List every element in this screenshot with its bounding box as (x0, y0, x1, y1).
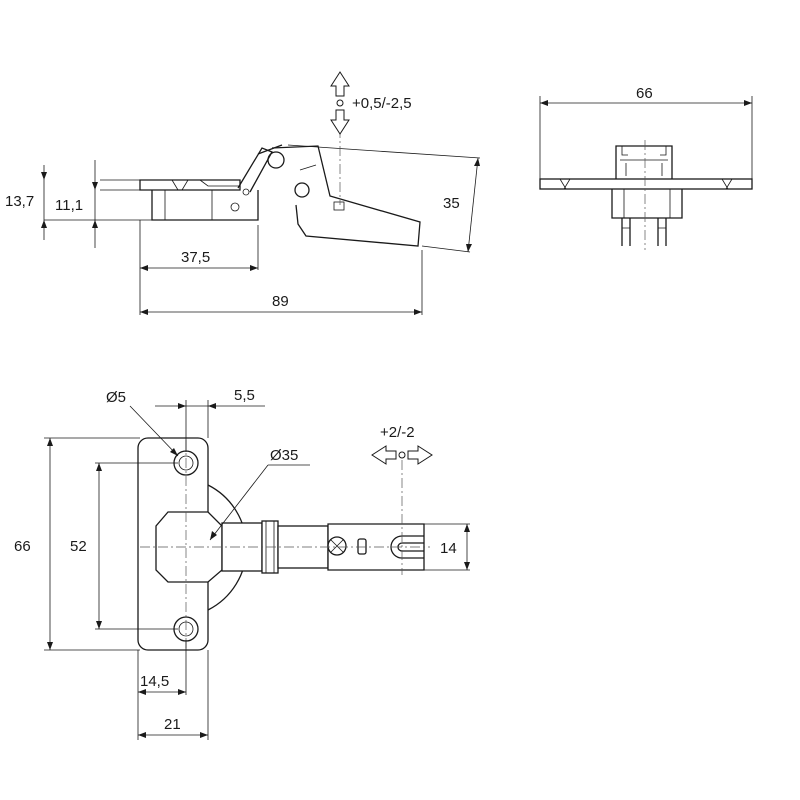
dim-label-screw-hole: Ø5 (106, 389, 126, 406)
dim-13-7: 13,7 (5, 165, 47, 240)
dim-o35: Ø35 (209, 447, 310, 541)
side-adjust-symbol: +2/-2 (371, 424, 433, 465)
arrow-right-icon (407, 445, 433, 465)
dim-label-cup-height: 11,1 (55, 197, 83, 214)
dim-label-cup-diameter: Ø35 (270, 447, 298, 464)
dim-label-base-height: 66 (14, 538, 31, 555)
dim-89: 89 (140, 293, 422, 315)
dim-66-top: 66 (540, 85, 752, 106)
dim-label-arm-width: 14 (440, 540, 457, 557)
dim-label-hole-spacing: 52 (70, 538, 87, 555)
depth-adjust-symbol: +0,5/-2,5 (330, 71, 412, 135)
dim-11-1: 11,1 (55, 160, 98, 248)
dim-label-depth-adjust: +0,5/-2,5 (352, 95, 412, 112)
dim-37-5: 37,5 (140, 249, 258, 271)
dim-label-total-height: 13,7 (5, 193, 34, 210)
dim-52: 52 (70, 463, 102, 629)
dim-label-edge-offset: 5,5 (234, 387, 255, 404)
front-view (539, 96, 753, 250)
dim-label-arm-height: 35 (443, 195, 460, 212)
dim-o5: Ø5 (106, 389, 179, 457)
side-view (44, 110, 481, 315)
dim-66-plan: 66 (14, 438, 53, 650)
dim-5-5: 5,5 (155, 387, 265, 409)
arrow-up-icon (330, 71, 350, 97)
dim-label-side-adjust: +2/-2 (380, 424, 415, 441)
dim-35: 35 (443, 157, 480, 253)
dim-label-base-width: 21 (164, 716, 181, 733)
arrow-left-icon (371, 445, 397, 465)
dim-label-plate-width: 66 (636, 85, 653, 102)
arrow-down-icon (330, 109, 350, 135)
dim-21: 21 (138, 716, 208, 738)
plan-view (44, 400, 470, 740)
dim-14: 14 (440, 524, 470, 570)
dim-label-overall-length: 89 (272, 293, 289, 310)
dim-14-5: 14,5 (138, 673, 186, 695)
dim-label-hole-edge: 14,5 (140, 673, 169, 690)
dim-label-cup-offset: 37,5 (181, 249, 210, 266)
